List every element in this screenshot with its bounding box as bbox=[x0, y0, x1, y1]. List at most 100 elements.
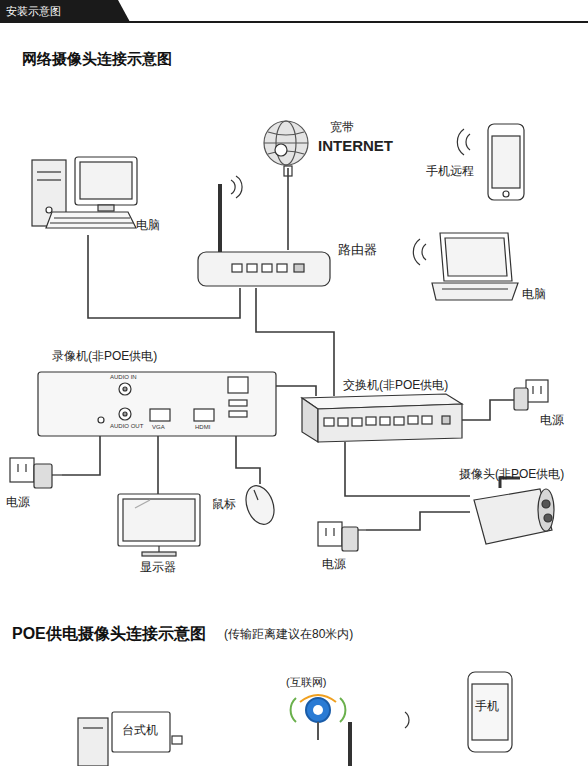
phone-node: 手机远程 bbox=[488, 124, 524, 200]
router-icon bbox=[198, 176, 330, 286]
desktop-computer-icon bbox=[78, 712, 182, 766]
globe-icon bbox=[264, 121, 308, 176]
internet-icon bbox=[300, 695, 336, 702]
phone-icon bbox=[488, 124, 524, 200]
annotation-label: HDMI bbox=[195, 424, 210, 431]
router-icon bbox=[198, 252, 330, 286]
desktop-computer-icon bbox=[46, 207, 52, 213]
network-cable bbox=[287, 168, 289, 250]
power-node: 电源 bbox=[10, 458, 62, 492]
power-adapter-icon bbox=[34, 464, 52, 488]
nvr-recorder-icon bbox=[38, 372, 276, 436]
power-adapter-icon bbox=[333, 528, 334, 536]
power-adapter-icon bbox=[17, 464, 18, 472]
phone-icon bbox=[472, 684, 508, 740]
internet-icon bbox=[306, 698, 330, 722]
nvr-recorder-icon bbox=[123, 412, 127, 416]
desktop-computer-icon bbox=[98, 205, 114, 211]
diagram-title: 网络摄像头连接示意图 bbox=[22, 50, 172, 67]
header-tab bbox=[0, 21, 588, 23]
header-tab bbox=[0, 0, 130, 22]
monitor-icon bbox=[118, 494, 200, 546]
header-tab bbox=[0, 0, 588, 22]
device-label: 鼠标 bbox=[212, 498, 236, 512]
internet-icon bbox=[291, 698, 296, 722]
desktop-computer-icon bbox=[46, 212, 136, 228]
network-cable bbox=[276, 386, 316, 396]
phone-icon bbox=[466, 134, 470, 150]
camera-icon bbox=[542, 500, 550, 508]
desktop-computer-icon bbox=[78, 718, 108, 766]
internet-icon bbox=[340, 698, 345, 722]
mouse-node: 鼠标 bbox=[244, 484, 276, 524]
desktop-computer-icon bbox=[112, 712, 170, 752]
desktop-computer-icon bbox=[32, 157, 137, 228]
laptop-icon bbox=[413, 239, 420, 265]
device-label: INTERNET bbox=[318, 137, 393, 154]
globe-icon bbox=[275, 144, 287, 156]
power-adapter-icon bbox=[52, 474, 62, 475]
network-cable bbox=[256, 288, 334, 396]
computer-node: 电脑 bbox=[30, 155, 140, 235]
router-icon bbox=[277, 264, 287, 272]
nvr-recorder-icon bbox=[119, 383, 131, 395]
router-icon bbox=[236, 176, 242, 198]
laptop-icon bbox=[432, 283, 518, 300]
device-label: 台式机 bbox=[122, 724, 158, 738]
power-adapter-icon bbox=[25, 464, 26, 472]
switch-icon bbox=[324, 418, 334, 426]
laptop-node: 电脑 bbox=[430, 232, 520, 300]
router-icon bbox=[247, 264, 257, 272]
nvr-recorder-icon bbox=[229, 400, 247, 406]
phone-icon bbox=[468, 672, 512, 752]
phone-icon bbox=[492, 136, 520, 188]
laptop-icon bbox=[445, 238, 507, 276]
nvr-recorder-icon bbox=[228, 377, 248, 393]
laptop-icon bbox=[442, 288, 508, 289]
power-adapter-icon bbox=[10, 380, 548, 551]
monitor-icon bbox=[142, 552, 176, 556]
device-label: 路由器 bbox=[338, 243, 377, 258]
desktop-computer-icon bbox=[37, 171, 61, 172]
device-label: 电源 bbox=[540, 414, 564, 428]
power-adapter-icon bbox=[526, 380, 548, 402]
phone-icon bbox=[457, 129, 464, 155]
switch-icon bbox=[380, 417, 390, 425]
globe-icon bbox=[284, 166, 292, 176]
phone-node: 手机 bbox=[468, 672, 512, 752]
nvr-recorder-icon bbox=[194, 409, 214, 421]
switch-icon bbox=[338, 418, 348, 426]
router-icon bbox=[218, 184, 222, 256]
nvr-recorder-icon bbox=[98, 417, 104, 423]
switch-icon bbox=[302, 398, 318, 442]
power-adapter-icon bbox=[540, 386, 541, 394]
annotation-label: AUDIO IN bbox=[110, 374, 137, 381]
globe-icon bbox=[268, 132, 304, 135]
device-label: 手机 bbox=[475, 700, 499, 714]
laptop-icon bbox=[440, 233, 512, 281]
annotation-label: VGA bbox=[152, 424, 165, 431]
phone-icon bbox=[457, 124, 524, 200]
computer-node: 台式机 bbox=[78, 712, 182, 766]
camera-icon bbox=[538, 489, 554, 531]
network-cable bbox=[366, 512, 470, 530]
globe-icon bbox=[264, 142, 308, 143]
switch-icon bbox=[318, 404, 462, 442]
power-node: 电源 bbox=[318, 522, 366, 552]
switch-icon bbox=[422, 416, 432, 424]
switch-icon bbox=[408, 416, 418, 424]
router-icon bbox=[262, 264, 272, 272]
internet-icon bbox=[348, 722, 352, 766]
network-cable bbox=[345, 442, 470, 496]
power-adapter-icon bbox=[532, 386, 533, 394]
internet-icon bbox=[405, 712, 409, 728]
network-cable bbox=[157, 436, 159, 494]
desktop-computer-icon bbox=[50, 222, 133, 223]
router-icon bbox=[232, 264, 242, 272]
nvr-recorder-icon bbox=[38, 372, 276, 436]
device-label: 电源 bbox=[6, 496, 30, 510]
device-label: 电脑 bbox=[522, 288, 546, 302]
device-label: 录像机(非POE供电) bbox=[52, 350, 157, 364]
